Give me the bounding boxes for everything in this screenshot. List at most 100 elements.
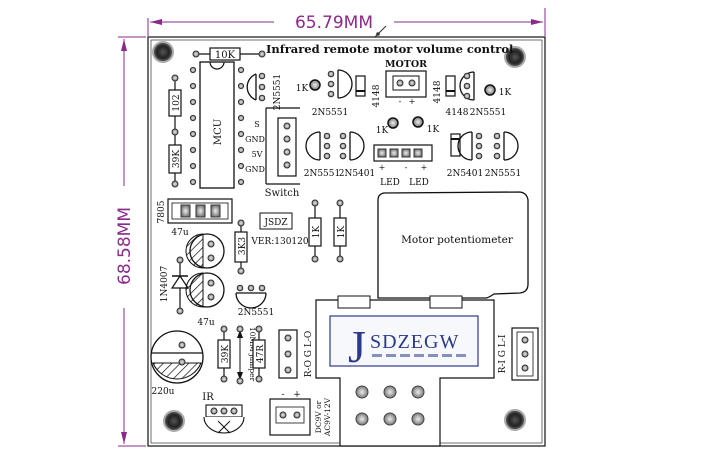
big-logo-text: SDZEGW (370, 331, 459, 353)
label-ir: IR (202, 392, 214, 403)
motor-minus: - (399, 97, 402, 106)
dc-input-connector (269, 398, 311, 436)
label-motor-potentiometer: Motor potentiometer (401, 234, 514, 246)
capacitor-47u-top (185, 233, 225, 269)
logo-board-region (315, 295, 495, 447)
board-title: Infrared remote motor volume control (266, 42, 514, 56)
dimension-pointer (373, 25, 387, 39)
transistor-2n5551-row2-right (493, 131, 519, 161)
big-logo-stripes (372, 354, 466, 357)
small-logo-text: JSDZ (263, 218, 287, 228)
label-2n5551-top-right: 2N5551 (470, 108, 507, 118)
label-conn-right: R-I G L-I (498, 334, 508, 373)
label-1n4007: 1N4007 (160, 265, 170, 302)
label-2n5551-top-left: 2N5551 (312, 108, 349, 118)
resistor-1k-v2 (333, 199, 347, 263)
mount-hole-br (504, 409, 526, 431)
motor-plus: + (409, 97, 416, 106)
jumper-10mm (236, 325, 244, 385)
mount-hole-tl (152, 41, 174, 63)
label-4148-right: 4148 (433, 80, 443, 103)
resistor-1k-v1 (308, 199, 322, 263)
label-47u-bottom: 47u (197, 318, 214, 328)
dc-label-1: DC9V or (314, 400, 323, 433)
dc-plus: + (293, 390, 301, 400)
transistor-2n5551-mcu (246, 72, 266, 102)
label-2n5551-row2-left: 2N5551 (304, 169, 341, 179)
capacitor-47u-bottom (185, 272, 225, 308)
led-header (373, 144, 433, 162)
big-logo-j: J (348, 321, 366, 372)
height-dimension-label: 68.58MM (115, 207, 135, 285)
resistor-39k-bottom (217, 325, 231, 383)
diode-4148-left (355, 75, 366, 97)
label-1k-led-left: 1K (376, 126, 389, 136)
label-10k: 10K (215, 50, 236, 61)
pad-1k-left (309, 79, 321, 91)
label-1k-v1: 1K (312, 226, 322, 239)
label-4148-left: 4148 (372, 84, 382, 107)
label-1k-led-right: 1K (427, 125, 440, 135)
label-1k-v2: 1K (337, 226, 347, 239)
transistor-2n5551-row2-left (305, 131, 331, 161)
label-4148-right2: 4148 (446, 108, 469, 118)
label-led-left: LED (380, 178, 400, 188)
small-logo-box (259, 212, 293, 230)
label-7805: 7805 (157, 200, 167, 223)
label-2n5401-row2-left: 2N5401 (339, 169, 376, 179)
transistor-2n5551-mid (235, 284, 267, 309)
label-switch: Switch (265, 188, 300, 199)
pad-led-1k-left (387, 117, 399, 129)
led-plus-2: + (421, 163, 428, 172)
mount-hole-tr (504, 46, 526, 68)
diode-4148-right (445, 75, 456, 97)
label-1k-left: 1K (296, 84, 309, 94)
connector-right-audio (511, 327, 539, 381)
pad-1k-right (484, 84, 496, 96)
label-1k-right: 1K (499, 88, 512, 98)
label-conn-left: R-O G L-O (304, 331, 314, 378)
label-220u: 220u (152, 387, 175, 397)
resistor-102 (168, 74, 182, 130)
ir-receiver (203, 404, 245, 434)
motor-potentiometer-outline (377, 191, 529, 299)
label-47u-top: 47u (171, 228, 188, 238)
label-39k-bottom: 39K (221, 345, 231, 363)
diode-1n4007 (170, 256, 190, 315)
pin-gnd2: GND (245, 165, 265, 174)
transistor-2n5551-top-left (327, 69, 353, 99)
label-2n5551-mid: 2N5551 (238, 308, 275, 318)
label-102: 102 (172, 94, 182, 111)
width-dimension-label: 65.79MM (295, 13, 373, 33)
version-label: VER:130120 (250, 237, 309, 247)
transistor-2n5401-row2-left (339, 131, 365, 161)
label-motor: MOTOR (385, 59, 427, 70)
diode-row2-right (450, 133, 461, 157)
transistor-2n5551-top-right (459, 71, 475, 101)
led-plus-1: + (379, 163, 386, 172)
regulator-7805 (167, 198, 233, 224)
pin-5v: 5V (252, 150, 263, 159)
label-2n5551-mcu: 2N5551 (273, 74, 283, 111)
pad-led-1k-right (412, 116, 424, 128)
label-39k-left: 39K (172, 150, 182, 168)
resistor-3k3 (234, 219, 248, 275)
pin-s: S (254, 120, 259, 129)
mcu-chip (189, 61, 245, 189)
led-minus: - (405, 163, 408, 172)
label-led-right: LED (409, 178, 429, 188)
resistor-47r (252, 325, 266, 383)
dc-label-2: AC9V-12V (323, 397, 332, 437)
resistor-39k-left (168, 128, 182, 188)
dc-minus: - (281, 390, 284, 400)
label-mcu: MCU (213, 119, 224, 145)
label-2n5551-row2-right: 2N5551 (485, 169, 522, 179)
connector-left-audio (278, 329, 298, 379)
label-47r: 47R (256, 345, 266, 363)
label-2n5401-row2-right: 2N5401 (447, 169, 484, 179)
pin-gnd1: GND (245, 135, 265, 144)
transistor-2n5401-row2-right (457, 131, 483, 161)
label-3k3: 3K3 (238, 237, 248, 255)
motor-connector (385, 70, 427, 98)
